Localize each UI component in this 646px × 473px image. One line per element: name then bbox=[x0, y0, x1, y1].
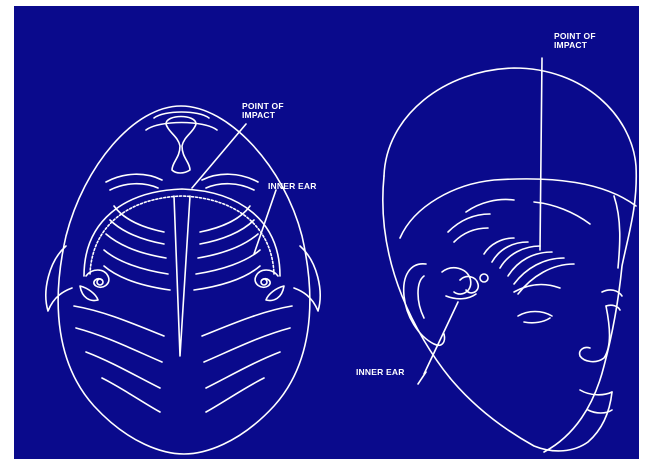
side-view-hairline bbox=[400, 179, 636, 238]
head-impact-illustration bbox=[14, 6, 639, 459]
top-view-nose bbox=[166, 117, 196, 174]
top-view-right-ear bbox=[294, 246, 320, 311]
side-view-impact-leader bbox=[540, 58, 542, 250]
top-view-striations bbox=[74, 306, 292, 412]
top-view-impact-wedge bbox=[174, 196, 190, 356]
side-view-ear-leader bbox=[424, 302, 458, 374]
side-view-point-of-impact-label: POINT OF IMPACT bbox=[554, 32, 596, 50]
side-view-eye bbox=[518, 312, 552, 317]
side-view-shock-waves bbox=[448, 200, 590, 295]
top-view-shock-waves bbox=[104, 206, 260, 290]
side-view-jaw bbox=[450, 378, 612, 451]
side-view-inner-ear-label: INNER EAR bbox=[356, 368, 405, 377]
top-view-head bbox=[46, 106, 320, 454]
top-view-impact-leader bbox=[192, 124, 246, 188]
top-view-ear-leader bbox=[254, 190, 276, 254]
side-view-nose bbox=[580, 306, 610, 362]
top-view-point-of-impact-label: POINT OF IMPACT bbox=[242, 102, 284, 120]
top-view-skull-arc bbox=[84, 189, 280, 276]
diagram-panel: POINT OF IMPACT INNER EAR POINT OF IMPAC… bbox=[14, 6, 639, 459]
side-view-head bbox=[383, 58, 636, 452]
top-view-inner-ear-label: INNER EAR bbox=[268, 182, 317, 191]
side-view-inner-ear bbox=[442, 268, 488, 299]
